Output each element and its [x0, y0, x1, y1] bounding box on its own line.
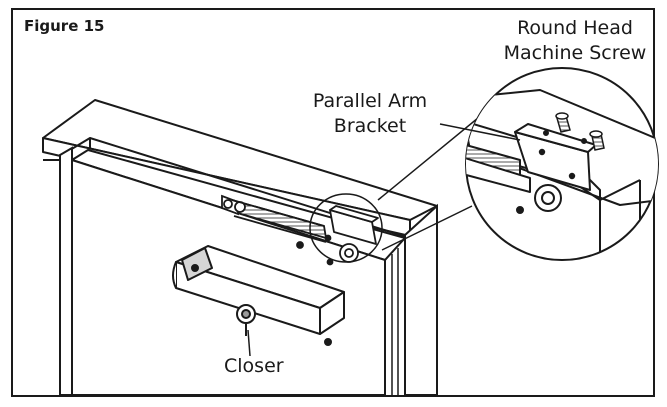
callout-screw-line1: Round Head	[517, 17, 633, 39]
door-closer-body	[172, 245, 345, 346]
zoom-detail	[465, 67, 659, 261]
door-frame-left-jamb	[43, 146, 73, 396]
parallel-arm-bracket-small	[296, 205, 379, 266]
callout-bracket-line2: Bracket	[333, 115, 407, 137]
machine-screws	[555, 112, 605, 151]
detail-circle-marker	[309, 193, 383, 263]
callout-closer: Closer	[224, 355, 284, 377]
callout-screw-line2: Machine Screw	[503, 42, 647, 64]
callout-bracket-line1: Parallel Arm	[312, 90, 428, 112]
screw-right	[589, 130, 605, 151]
figure-title: Figure 15	[24, 17, 105, 35]
zoom-leader-lines	[377, 117, 479, 251]
bracket-leader-line	[439, 123, 521, 141]
callout-round-head-machine-screw: Round Head Machine Screw	[487, 16, 663, 66]
closer-leader-line	[247, 329, 251, 357]
callout-parallel-arm-bracket: Parallel Arm Bracket	[300, 89, 440, 139]
screw-left	[555, 112, 571, 133]
